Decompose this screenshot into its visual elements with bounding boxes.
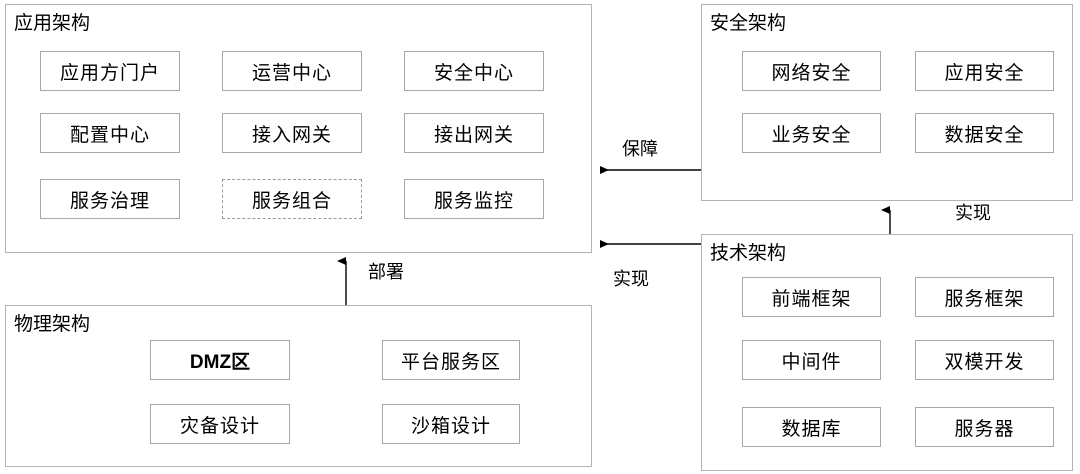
node-platform-service-zone[interactable]: 平台服务区 xyxy=(382,340,520,380)
node-network-security[interactable]: 网络安全 xyxy=(742,51,881,91)
node-disaster-recovery-design[interactable]: 灾备设计 xyxy=(150,404,290,444)
node-operations-center[interactable]: 运营中心 xyxy=(222,51,362,91)
node-data-security[interactable]: 数据安全 xyxy=(915,113,1054,153)
panel-title-physical: 物理架构 xyxy=(14,314,91,335)
node-service-monitoring[interactable]: 服务监控 xyxy=(404,179,544,219)
panel-title-application: 应用架构 xyxy=(14,13,91,34)
node-service-governance[interactable]: 服务治理 xyxy=(40,179,180,219)
node-ingress-gateway[interactable]: 接入网关 xyxy=(222,113,362,153)
node-middleware[interactable]: 中间件 xyxy=(742,340,881,380)
node-dmz-zone[interactable]: DMZ区 xyxy=(150,340,290,380)
node-egress-gateway[interactable]: 接出网关 xyxy=(404,113,544,153)
panel-title-security: 安全架构 xyxy=(710,13,787,34)
node-server[interactable]: 服务器 xyxy=(915,407,1054,447)
node-service-composition[interactable]: 服务组合 xyxy=(222,179,362,219)
panel-security-architecture xyxy=(701,4,1073,201)
panel-title-technology: 技术架构 xyxy=(710,243,787,264)
node-database[interactable]: 数据库 xyxy=(742,407,881,447)
node-sandbox-design[interactable]: 沙箱设计 xyxy=(382,404,520,444)
connector-label-technology-to-security: 实现 xyxy=(955,203,991,223)
node-service-framework[interactable]: 服务框架 xyxy=(915,277,1054,317)
node-security-center[interactable]: 安全中心 xyxy=(404,51,544,91)
connector-label-physical-to-application: 部署 xyxy=(368,262,404,282)
node-configuration-center[interactable]: 配置中心 xyxy=(40,113,180,153)
node-application-portal[interactable]: 应用方门户 xyxy=(40,51,180,91)
connector-label-technology-to-application: 实现 xyxy=(613,269,649,289)
connector-label-security-to-application: 保障 xyxy=(622,139,658,159)
node-bimodal-development[interactable]: 双模开发 xyxy=(915,340,1054,380)
node-business-security[interactable]: 业务安全 xyxy=(742,113,881,153)
node-frontend-framework[interactable]: 前端框架 xyxy=(742,277,881,317)
node-application-security[interactable]: 应用安全 xyxy=(915,51,1054,91)
